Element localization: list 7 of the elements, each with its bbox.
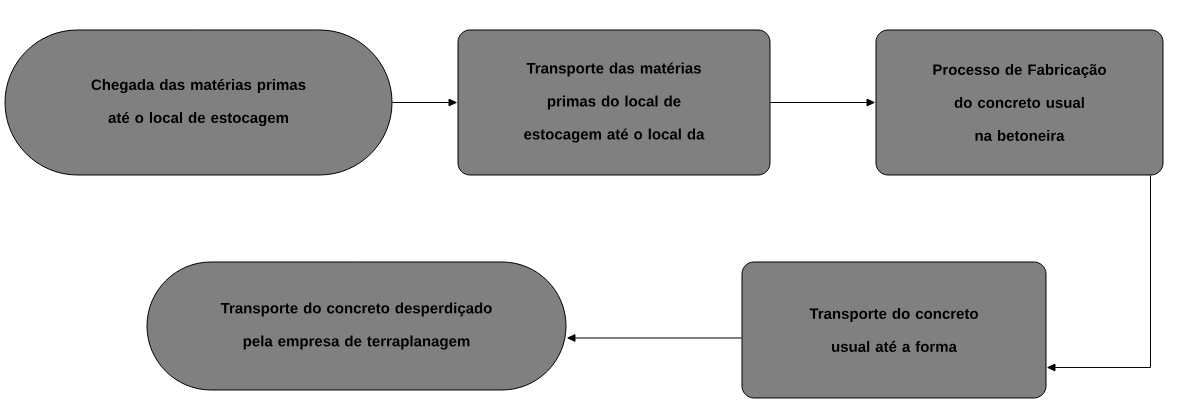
arrow bbox=[392, 98, 457, 107]
process-box: Transporte do concreto usual até a forma bbox=[741, 261, 1047, 399]
arrow bbox=[567, 334, 742, 342]
arrow bbox=[1047, 175, 1151, 372]
process-box: Transporte das matérias primas do local de estocagem até o local da bbox=[457, 29, 771, 176]
arrow bbox=[770, 98, 875, 107]
process-box: Processo de Fabricação do concreto usual na betoneira bbox=[875, 29, 1164, 176]
